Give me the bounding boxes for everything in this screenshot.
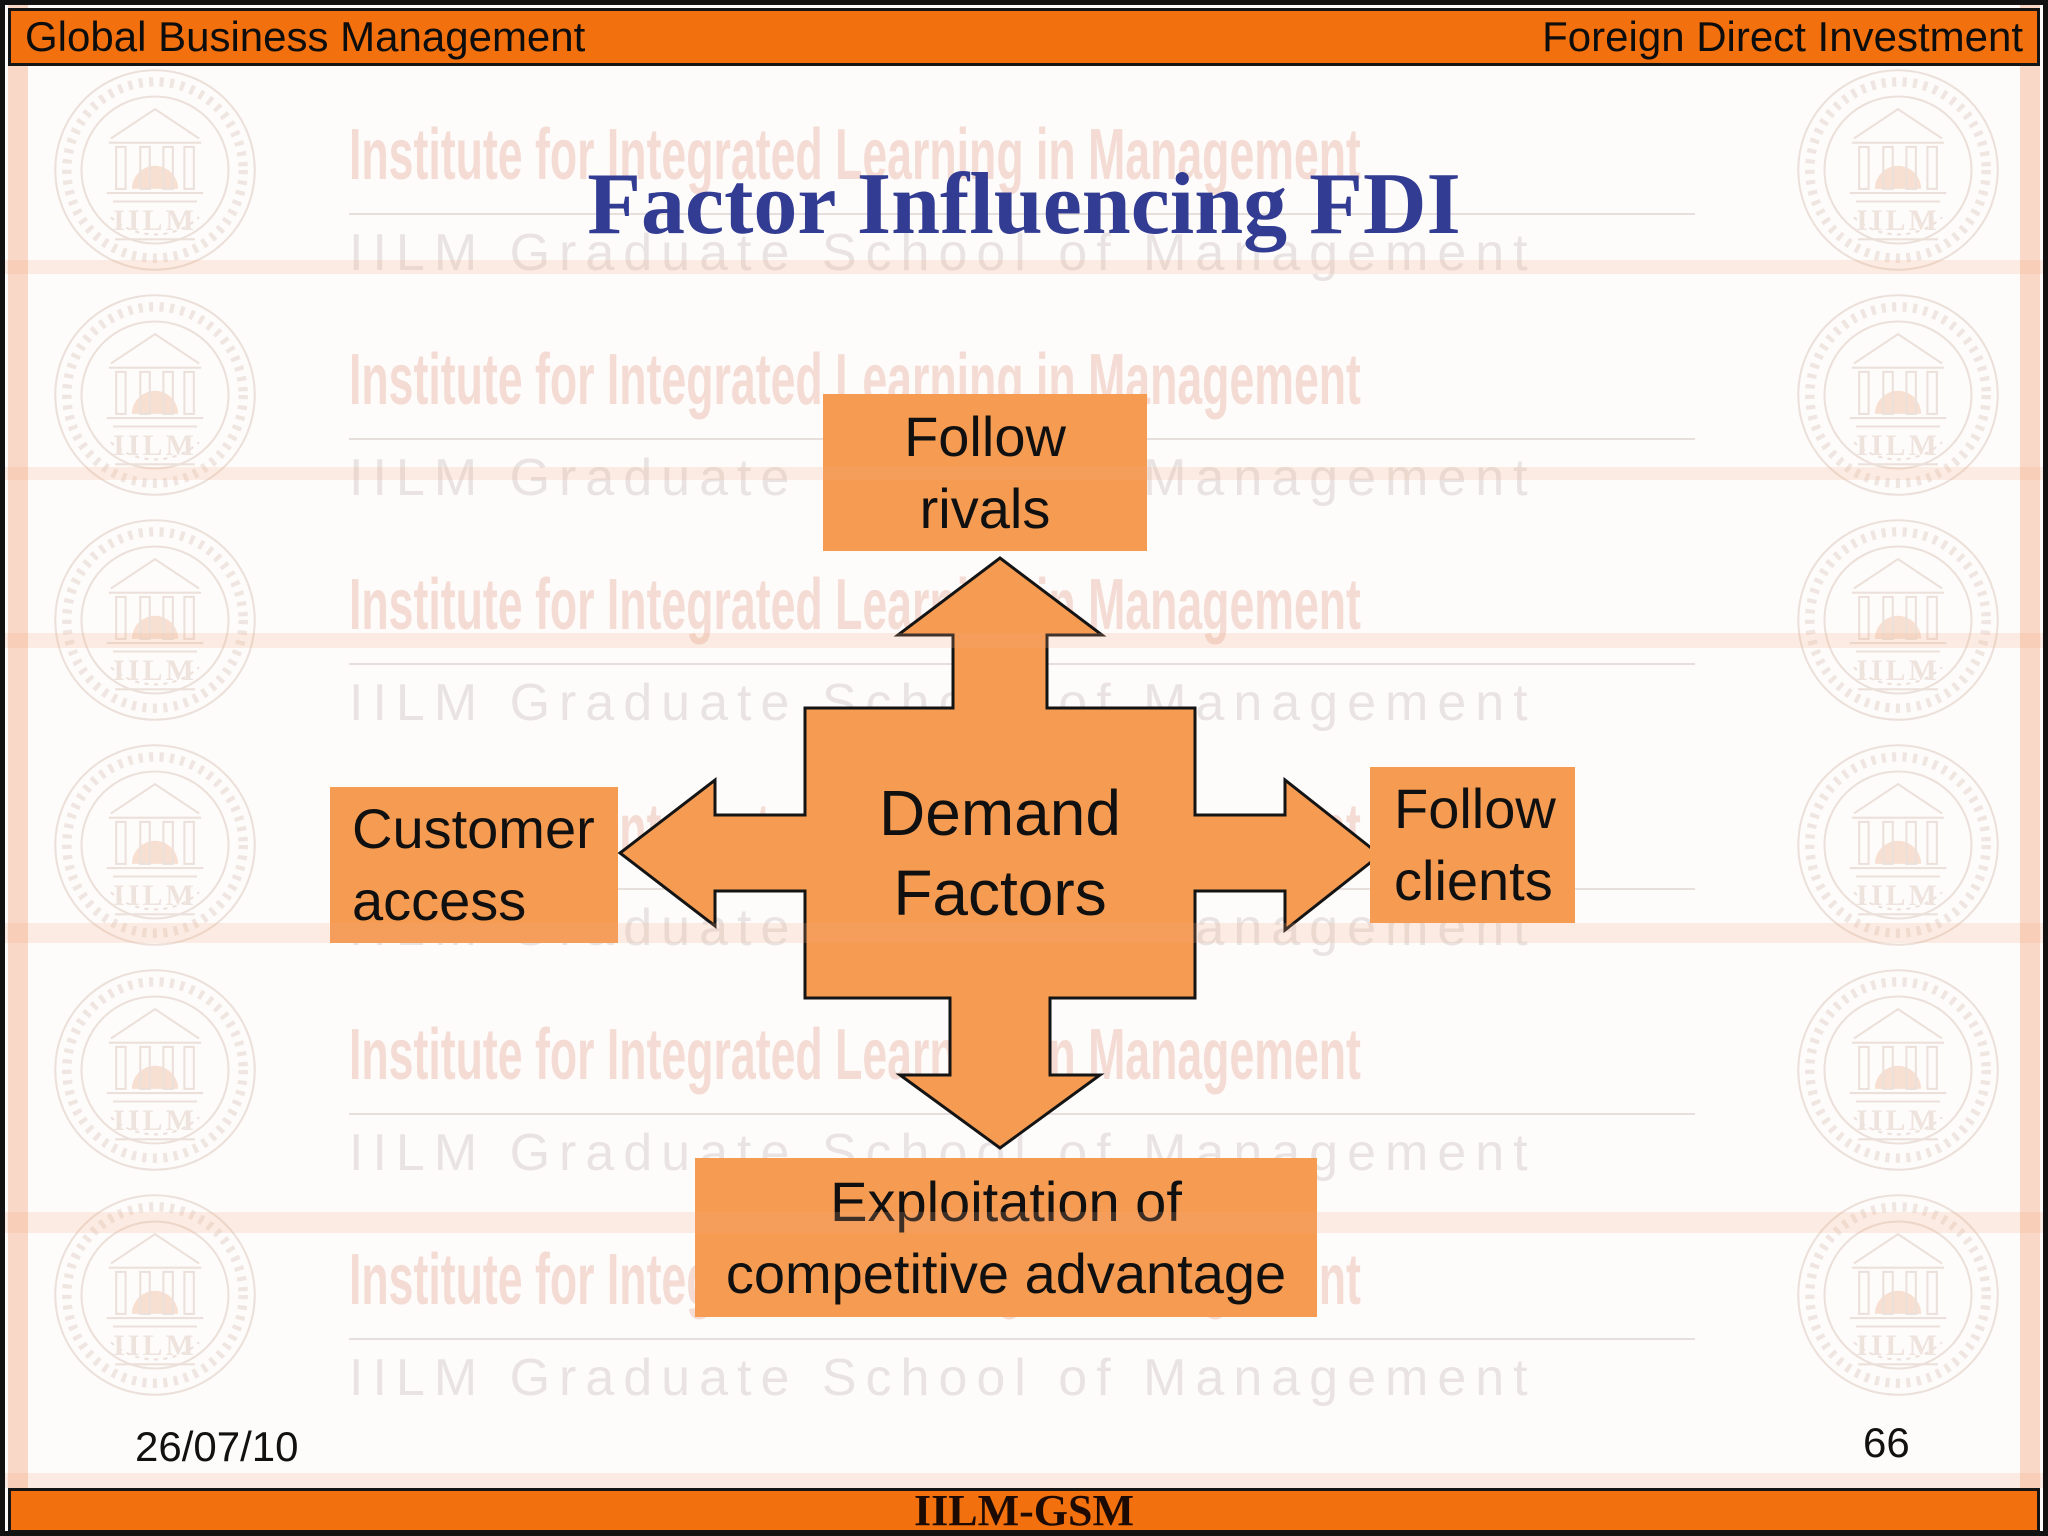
- svg-text:IILM: IILM: [113, 654, 197, 687]
- exploitation-box: Exploitation of competitive advantage: [695, 1158, 1317, 1317]
- iilm-seal-logo: IILM: [50, 65, 260, 275]
- date-label: 26/07/10: [135, 1423, 299, 1470]
- background-band: [5, 923, 2043, 943]
- watermark-line1: Institute for Integrated Learning in Man…: [349, 565, 1361, 645]
- iilm-seal-logo: IILM: [1793, 965, 2003, 1175]
- left-edge-strip: [8, 5, 28, 1531]
- right-edge-strip: [2020, 5, 2040, 1531]
- header-right-label: Foreign Direct Investment: [1542, 13, 2023, 60]
- watermark-unit: Institute for Integrated Learning in Man…: [349, 565, 1749, 731]
- watermark-line2: IILM Graduate School of Management: [349, 1349, 1537, 1407]
- svg-text:IILM: IILM: [113, 204, 197, 237]
- header-left-label: Global Business Management: [25, 13, 586, 60]
- svg-text:IILM: IILM: [113, 1329, 197, 1362]
- svg-text:IILM: IILM: [113, 429, 197, 462]
- watermark-line2: IILM Graduate School of Management: [349, 224, 1537, 282]
- page-title: Factor Influencing FDI: [587, 156, 1461, 253]
- customer-access-box: Customer access: [330, 787, 618, 943]
- svg-text:IILM: IILM: [1856, 1329, 1940, 1362]
- footer-banner-label: IILM-GSM: [914, 1486, 1134, 1535]
- four-way-arrow-shape: [617, 556, 1383, 1150]
- demand-factors-line2: Factors: [893, 857, 1107, 929]
- iilm-seal-logo: IILM: [50, 740, 260, 950]
- iilm-seal-logo: IILM: [1793, 65, 2003, 275]
- exploitation-line1: Exploitation of: [830, 1169, 1182, 1233]
- svg-text:IILM: IILM: [1856, 204, 1940, 237]
- follow-clients-box: Follow clients: [1370, 767, 1575, 923]
- watermark-line1: Institute for Integrated Learning in Man…: [349, 115, 1361, 195]
- svg-text:IILM: IILM: [1856, 654, 1940, 687]
- customer-access-line2: access: [352, 869, 527, 932]
- watermark-rule: [349, 1338, 1695, 1340]
- follow-rivals-line2: rivals: [919, 476, 1051, 540]
- background-band: [5, 467, 2043, 480]
- iilm-seal-logo: IILM: [50, 1190, 260, 1400]
- watermark-rule: [349, 213, 1695, 215]
- watermark-line1: Institute for Integrated Learning in Man…: [349, 1015, 1361, 1095]
- customer-access-line1: Customer: [352, 797, 595, 860]
- svg-text:IILM: IILM: [113, 1104, 197, 1137]
- follow-clients-line1: Follow: [1394, 777, 1556, 840]
- svg-text:IILM: IILM: [113, 879, 197, 912]
- iilm-seal-logo: IILM: [50, 965, 260, 1175]
- demand-factors-label: Demand Factors: [805, 708, 1195, 998]
- footer-bar: IILM-GSM: [8, 1486, 2040, 1535]
- follow-rivals-line1: Follow: [904, 404, 1066, 468]
- page-number: 66: [1863, 1419, 1910, 1466]
- cross-arrows-polygon: [617, 556, 1383, 1150]
- background-band: [5, 633, 2043, 648]
- exploitation-line2: competitive advantage: [725, 1241, 1287, 1305]
- iilm-seal-logo: IILM: [1793, 740, 2003, 950]
- demand-factors-line1: Demand: [879, 777, 1121, 849]
- svg-text:IILM: IILM: [1856, 429, 1940, 462]
- header-bar: Global Business Management Foreign Direc…: [8, 8, 2040, 66]
- watermark-unit: Institute for Integrated Learning in Man…: [349, 115, 1749, 281]
- background-band: [5, 1473, 2043, 1488]
- svg-text:IILM: IILM: [1856, 879, 1940, 912]
- background-band: [5, 260, 2043, 274]
- iilm-seal-logo: IILM: [1793, 290, 2003, 500]
- follow-rivals-box: Follow rivals: [823, 394, 1147, 551]
- svg-text:IILM: IILM: [1856, 1104, 1940, 1137]
- iilm-seal-logo: IILM: [1793, 515, 2003, 725]
- follow-clients-line2: clients: [1394, 849, 1553, 912]
- iilm-seal-logo: IILM: [50, 290, 260, 500]
- iilm-seal-logo: IILM: [1793, 1190, 2003, 1400]
- background-band: [5, 1212, 2043, 1233]
- iilm-seal-logo: IILM: [50, 515, 260, 725]
